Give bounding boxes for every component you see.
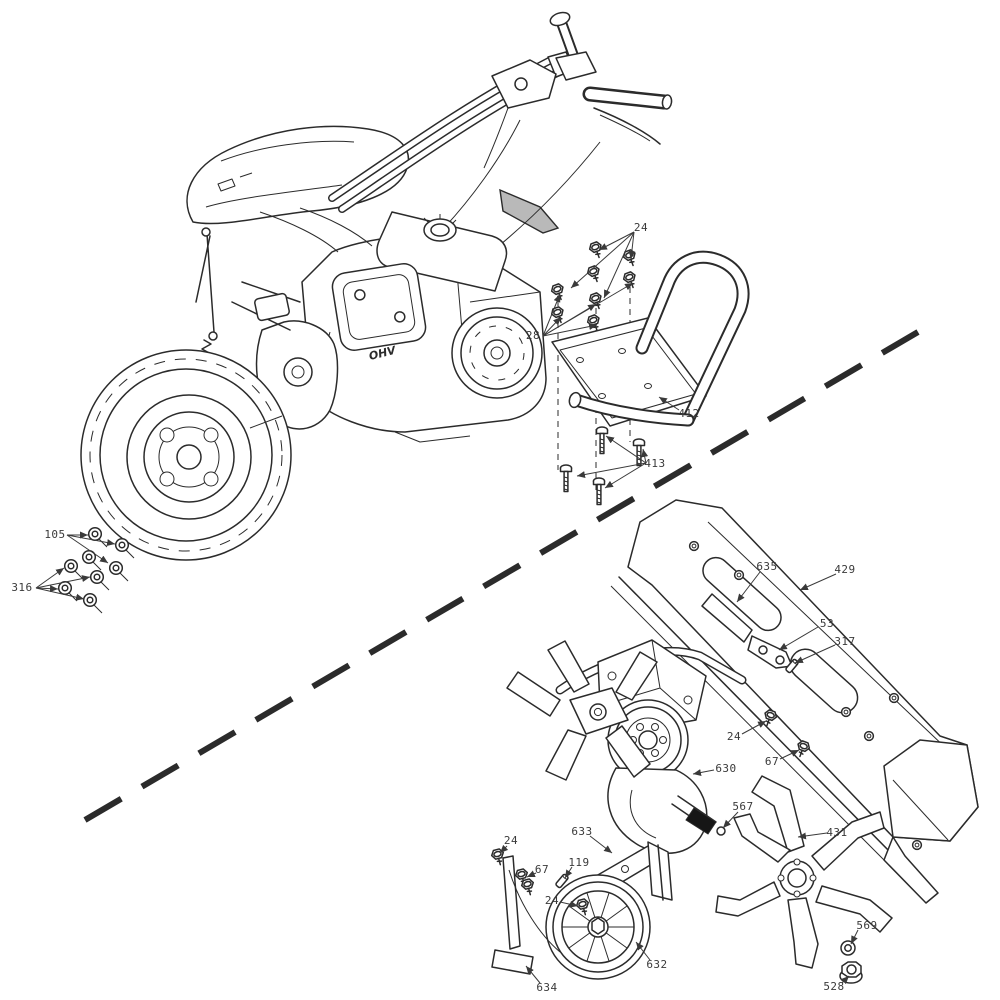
svg-text:119: 119 bbox=[568, 856, 589, 869]
svg-text:635: 635 bbox=[756, 560, 777, 573]
handlebar bbox=[328, 11, 673, 259]
svg-text:528: 528 bbox=[823, 980, 844, 993]
svg-text:24: 24 bbox=[504, 834, 518, 847]
svg-text:24: 24 bbox=[545, 894, 559, 907]
callout-429-shield: 429 bbox=[799, 563, 855, 591]
callout-119-clevis-pin: 119 bbox=[564, 856, 589, 879]
callout-634-stake-foot: 634 bbox=[525, 965, 557, 994]
callout-316-wheel-hardware: 316 bbox=[11, 567, 91, 601]
callout-24-mount-hardware: 24 bbox=[570, 221, 648, 299]
svg-text:67: 67 bbox=[765, 755, 779, 768]
callout-413-plate-bolts: 413 bbox=[576, 435, 665, 489]
svg-text:24: 24 bbox=[727, 730, 741, 743]
svg-text:28: 28 bbox=[526, 329, 540, 342]
svg-text:105: 105 bbox=[44, 528, 65, 541]
output-shaft bbox=[685, 807, 717, 835]
svg-text:413: 413 bbox=[644, 457, 665, 470]
callout-528-flange-nut: 528 bbox=[823, 975, 850, 993]
svg-text:316: 316 bbox=[11, 581, 32, 594]
svg-text:569: 569 bbox=[856, 919, 877, 932]
callout-569-washer: 569 bbox=[850, 919, 877, 945]
svg-text:633: 633 bbox=[571, 825, 592, 838]
callout-53-latch: 53 bbox=[778, 617, 834, 651]
callout-567-shaft-pin: 567 bbox=[722, 800, 753, 829]
section-divider-line bbox=[83, 329, 920, 823]
tine-fasteners bbox=[839, 940, 863, 984]
svg-text:412: 412 bbox=[678, 407, 699, 420]
callout-431-tines-right: 431 bbox=[797, 826, 847, 840]
svg-text:429: 429 bbox=[834, 563, 855, 576]
tractor-hood bbox=[186, 125, 410, 225]
svg-text:634: 634 bbox=[536, 981, 557, 994]
tine-set-right bbox=[715, 775, 893, 969]
svg-text:67: 67 bbox=[535, 863, 549, 876]
callout-632-depth-wheel: 632 bbox=[635, 941, 667, 971]
svg-text:632: 632 bbox=[646, 958, 667, 971]
callout-630-gearbox: 630 bbox=[692, 762, 736, 776]
callout-67-stake-bolt: 67 bbox=[526, 863, 549, 878]
bumper-bracket bbox=[551, 250, 750, 427]
callout-24-stake-bolt: 24 bbox=[499, 834, 518, 854]
tiller-shield bbox=[610, 499, 979, 904]
callout-28-mount-hardware: 28 bbox=[526, 282, 634, 342]
svg-text:53: 53 bbox=[820, 617, 834, 630]
drive-wheel bbox=[80, 349, 292, 561]
callout-635-hinge: 635 bbox=[736, 560, 777, 603]
svg-text:431: 431 bbox=[826, 826, 847, 839]
callout-412-bumper: 412 bbox=[658, 396, 699, 420]
hinge-strip bbox=[701, 593, 753, 643]
engine: OHV bbox=[301, 211, 547, 443]
callout-317-latch-pin: 317 bbox=[794, 635, 855, 664]
callout-24-bracket-bolt: 24 bbox=[545, 894, 579, 908]
tiller-gearbox bbox=[555, 639, 747, 854]
callout-24-shield-bolt: 24 bbox=[727, 720, 767, 743]
callout-67-shield-bolt: 67 bbox=[765, 749, 800, 768]
depth-stake bbox=[502, 855, 521, 950]
callout-105-wheel-hardware: 105 bbox=[44, 528, 116, 564]
callouts: 24 28 412 413 105 bbox=[11, 221, 877, 994]
svg-text:24: 24 bbox=[634, 221, 648, 234]
lever-grip bbox=[499, 188, 560, 234]
svg-text:630: 630 bbox=[715, 762, 736, 775]
tiller-assembly bbox=[489, 499, 979, 984]
callout-633-wheel-bracket: 633 bbox=[571, 825, 613, 854]
tine-set-left bbox=[506, 640, 658, 781]
svg-text:567: 567 bbox=[732, 800, 753, 813]
tractor-assembly: OHV bbox=[57, 11, 750, 614]
svg-text:317: 317 bbox=[834, 635, 855, 648]
